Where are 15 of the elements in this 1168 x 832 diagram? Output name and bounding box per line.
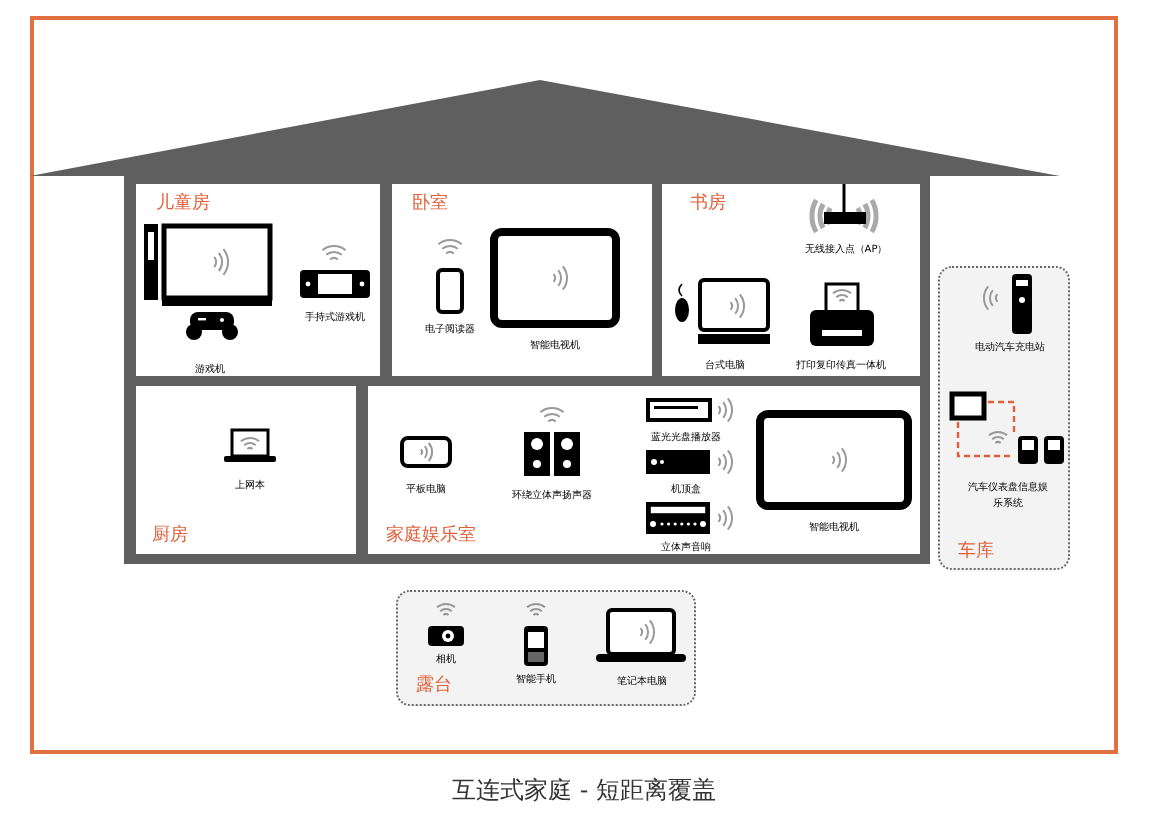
room-label: 儿童房 <box>156 194 210 214</box>
room-panel <box>392 184 652 376</box>
room-panel <box>662 184 920 376</box>
room-panel <box>136 184 380 376</box>
room-label: 家庭娱乐室 <box>386 526 476 546</box>
room-panel <box>368 386 920 554</box>
area-panel <box>938 266 1070 570</box>
room-label: 厨房 <box>152 526 188 546</box>
room-label: 车库 <box>958 542 994 562</box>
room-panel <box>136 386 356 554</box>
room-label: 露台 <box>416 676 452 696</box>
room-label: 卧室 <box>412 194 448 214</box>
area-panel <box>396 590 696 706</box>
caption: 互连式家庭 - 短距离覆盖 <box>450 774 718 808</box>
room-label: 书房 <box>690 194 726 214</box>
